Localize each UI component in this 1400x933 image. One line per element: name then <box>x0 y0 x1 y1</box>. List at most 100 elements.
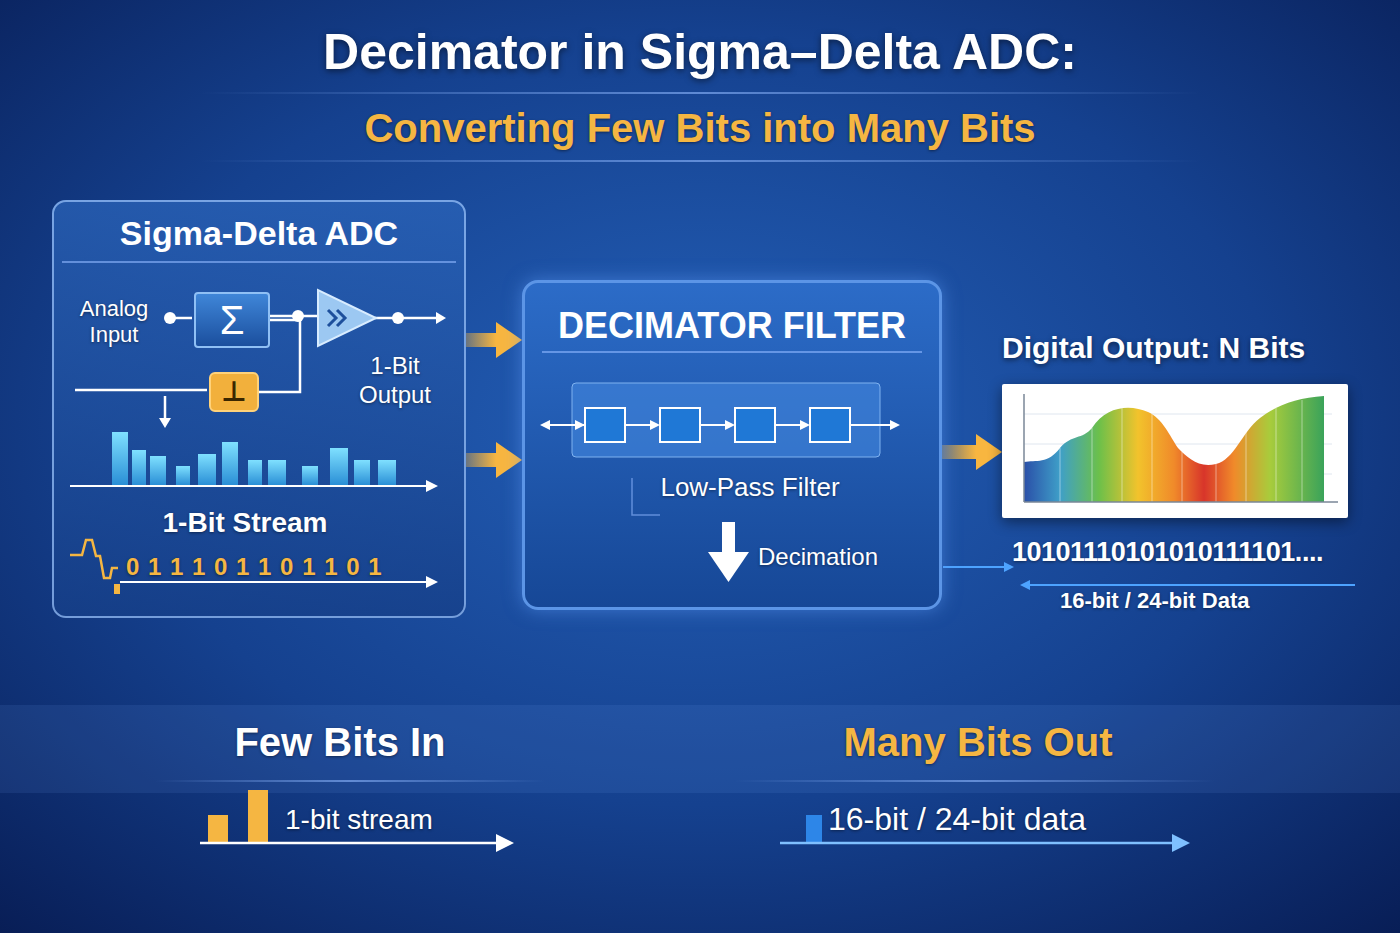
chart-y-axis <box>1023 394 1025 502</box>
output-pointer <box>943 566 1006 568</box>
node-heading: DECIMATOR FILTER <box>525 305 939 346</box>
shape-line <box>1182 452 1183 502</box>
shape-line <box>1302 400 1303 502</box>
shape-line <box>850 424 892 426</box>
data-bracket-head <box>1020 580 1030 590</box>
shape-polygon <box>540 420 550 430</box>
shape-rect <box>302 466 318 485</box>
signal-name: 1-Bit Output <box>345 352 445 410</box>
amplifier-chevrons <box>328 310 345 326</box>
diagram-title: Decimator in Sigma–Delta ADC: <box>0 22 1400 82</box>
decimator-rule <box>542 351 922 353</box>
many-axis <box>780 842 1176 845</box>
stage-name: Decimation <box>758 543 928 572</box>
arrow-head <box>496 442 522 478</box>
signal-arrow <box>466 442 522 478</box>
bit-axis-head <box>426 576 438 588</box>
output-chart-card <box>1002 384 1348 518</box>
shape-rect <box>330 448 348 485</box>
summary-heading: Many Bits Out <box>778 718 1178 766</box>
title-rule <box>200 92 1200 94</box>
subtitle-rule <box>200 160 1200 162</box>
input-dot <box>164 312 176 324</box>
bit-axis <box>120 581 428 583</box>
bit-tick <box>114 584 120 594</box>
shape-rect <box>248 460 262 485</box>
many-bar <box>806 815 822 843</box>
subtitle: Converting Few Bits into Many Bits <box>200 104 1200 152</box>
filter-taps <box>585 408 850 442</box>
output-arrowhead <box>436 312 446 324</box>
shape-line <box>75 389 207 392</box>
shape-rect <box>735 408 775 442</box>
bit-waveform <box>70 540 118 578</box>
many-rule <box>735 780 1215 782</box>
bar-axis <box>70 485 428 487</box>
shape-rect <box>378 460 396 485</box>
arrow-shaft <box>466 333 496 347</box>
summary-note: 16-bit / 24-bit data <box>828 800 1208 838</box>
amplifier-symbol <box>318 290 376 346</box>
decimator-panel-fill <box>522 280 942 610</box>
shape-rect <box>354 460 370 485</box>
many-axis-head <box>1172 834 1190 852</box>
shape-rect <box>132 450 146 485</box>
decimator-panel: DECIMATOR FILTER <box>522 280 942 610</box>
data-bracket-line <box>1028 584 1355 586</box>
chart-area <box>1024 396 1324 502</box>
few-bar <box>248 790 268 843</box>
stage-name: Low-Pass Filter <box>600 472 900 503</box>
shape-line <box>1092 428 1093 502</box>
shape-rect <box>810 408 850 442</box>
data-width-note: 16-bit / 24-bit Data <box>1060 588 1340 614</box>
chart-x-axis <box>1024 501 1338 503</box>
summary-heading: Few Bits In <box>140 718 540 766</box>
shape-rect <box>112 432 128 485</box>
summing-block: Σ <box>194 292 270 348</box>
arrow-head <box>496 322 522 358</box>
adc-panel-fill <box>52 200 466 618</box>
bit-sequence: 0 1 1 1 0 1 1 0 1 1 0 1 <box>126 553 426 582</box>
filter-taps-band <box>572 383 880 457</box>
shape-rect <box>222 442 238 485</box>
panel-rule <box>62 261 456 263</box>
shape-rect <box>176 466 190 485</box>
summary-note: 1-bit stream <box>285 803 535 837</box>
signal-arrow <box>466 322 522 358</box>
decimation-arrow-head <box>708 552 749 582</box>
shape-line <box>375 317 436 320</box>
filter-bracket <box>632 478 660 515</box>
signal-name: Analog Input <box>62 296 166 349</box>
shape-line <box>1152 414 1153 502</box>
shape-polygon <box>800 420 810 430</box>
shape-polygon <box>890 420 900 430</box>
few-bar <box>208 815 228 843</box>
output-bits: 10101110101010111101.... <box>1012 536 1388 568</box>
shape-line <box>1276 408 1277 502</box>
shape-line <box>164 396 167 420</box>
arrow-shaft <box>466 453 496 467</box>
bitstream-bars <box>112 432 396 485</box>
signal-arrow <box>942 434 1002 470</box>
shape-rect <box>198 454 216 485</box>
output-dot <box>392 312 404 324</box>
shape-rect <box>660 408 700 442</box>
shape-line <box>1216 464 1217 502</box>
stream-caption: 1-Bit Stream <box>100 506 390 540</box>
shape-line <box>1060 448 1061 502</box>
node-heading: Σ <box>220 297 245 343</box>
arrow-head <box>976 434 1002 470</box>
shape-line <box>1246 428 1247 502</box>
shape-polygon <box>725 420 735 430</box>
node-heading: Digital Output: N Bits <box>1002 330 1348 366</box>
bottom-band <box>0 705 1400 793</box>
shape-rect <box>150 456 166 485</box>
down-arrowhead <box>159 418 171 428</box>
decimation-arrow-shaft <box>722 522 735 554</box>
node-heading: Sigma-Delta ADC <box>54 214 464 253</box>
shape-rect <box>268 460 286 485</box>
arrow-shaft <box>942 445 976 459</box>
shape-line <box>1122 406 1123 502</box>
shape-rect <box>585 408 625 442</box>
